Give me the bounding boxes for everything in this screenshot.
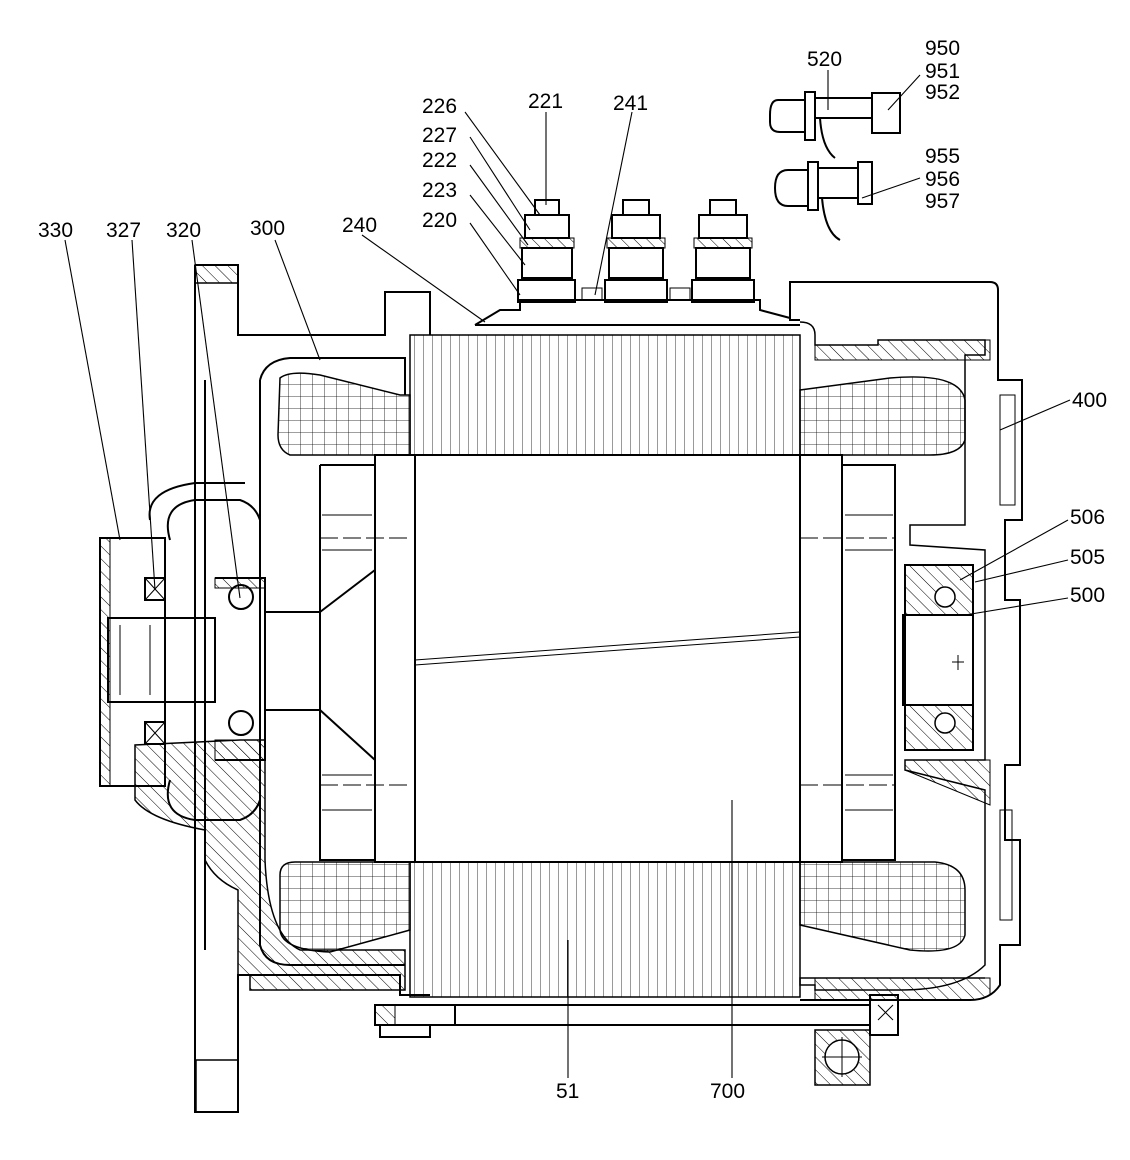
label-951: 951 bbox=[925, 60, 960, 83]
label-221: 221 bbox=[528, 90, 563, 113]
label-226: 226 bbox=[422, 95, 457, 118]
label-51: 51 bbox=[556, 1080, 579, 1103]
label-500: 500 bbox=[1070, 584, 1105, 607]
terminal-box bbox=[474, 199, 800, 326]
label-506: 506 bbox=[1070, 506, 1105, 529]
label-330: 330 bbox=[38, 219, 73, 242]
stator-windings bbox=[277, 334, 966, 998]
label-957: 957 bbox=[925, 190, 960, 213]
tie-bolt bbox=[374, 994, 899, 1086]
label-241: 241 bbox=[613, 92, 648, 115]
label-956: 956 bbox=[925, 168, 960, 191]
label-220: 220 bbox=[422, 209, 457, 232]
sensor-955 bbox=[773, 161, 873, 241]
rear-housing bbox=[789, 281, 1023, 1001]
label-227: 227 bbox=[422, 124, 457, 147]
label-955: 955 bbox=[925, 145, 960, 168]
label-223: 223 bbox=[422, 179, 457, 202]
label-222: 222 bbox=[422, 149, 457, 172]
label-505: 505 bbox=[1070, 546, 1105, 569]
front-end-shield bbox=[134, 264, 431, 1113]
rotor-core bbox=[319, 454, 896, 863]
sensor-520 bbox=[769, 91, 901, 159]
label-950: 950 bbox=[925, 37, 960, 60]
label-320: 320 bbox=[166, 219, 201, 242]
label-520: 520 bbox=[807, 48, 842, 71]
label-400: 400 bbox=[1072, 389, 1107, 412]
terminal-stud-1 bbox=[519, 199, 575, 279]
label-952: 952 bbox=[925, 81, 960, 104]
reference-labels: 330 327 320 300 240 220 223 222 227 226 … bbox=[38, 37, 1107, 1103]
label-300: 300 bbox=[250, 217, 285, 240]
label-240: 240 bbox=[342, 214, 377, 237]
shaft bbox=[99, 537, 376, 787]
label-700: 700 bbox=[710, 1080, 745, 1103]
terminal-stud-3 bbox=[693, 199, 753, 279]
leader-lines bbox=[64, 70, 1071, 1078]
label-327: 327 bbox=[106, 219, 141, 242]
rear-bearing bbox=[902, 564, 974, 751]
terminal-stud-2 bbox=[606, 199, 666, 279]
